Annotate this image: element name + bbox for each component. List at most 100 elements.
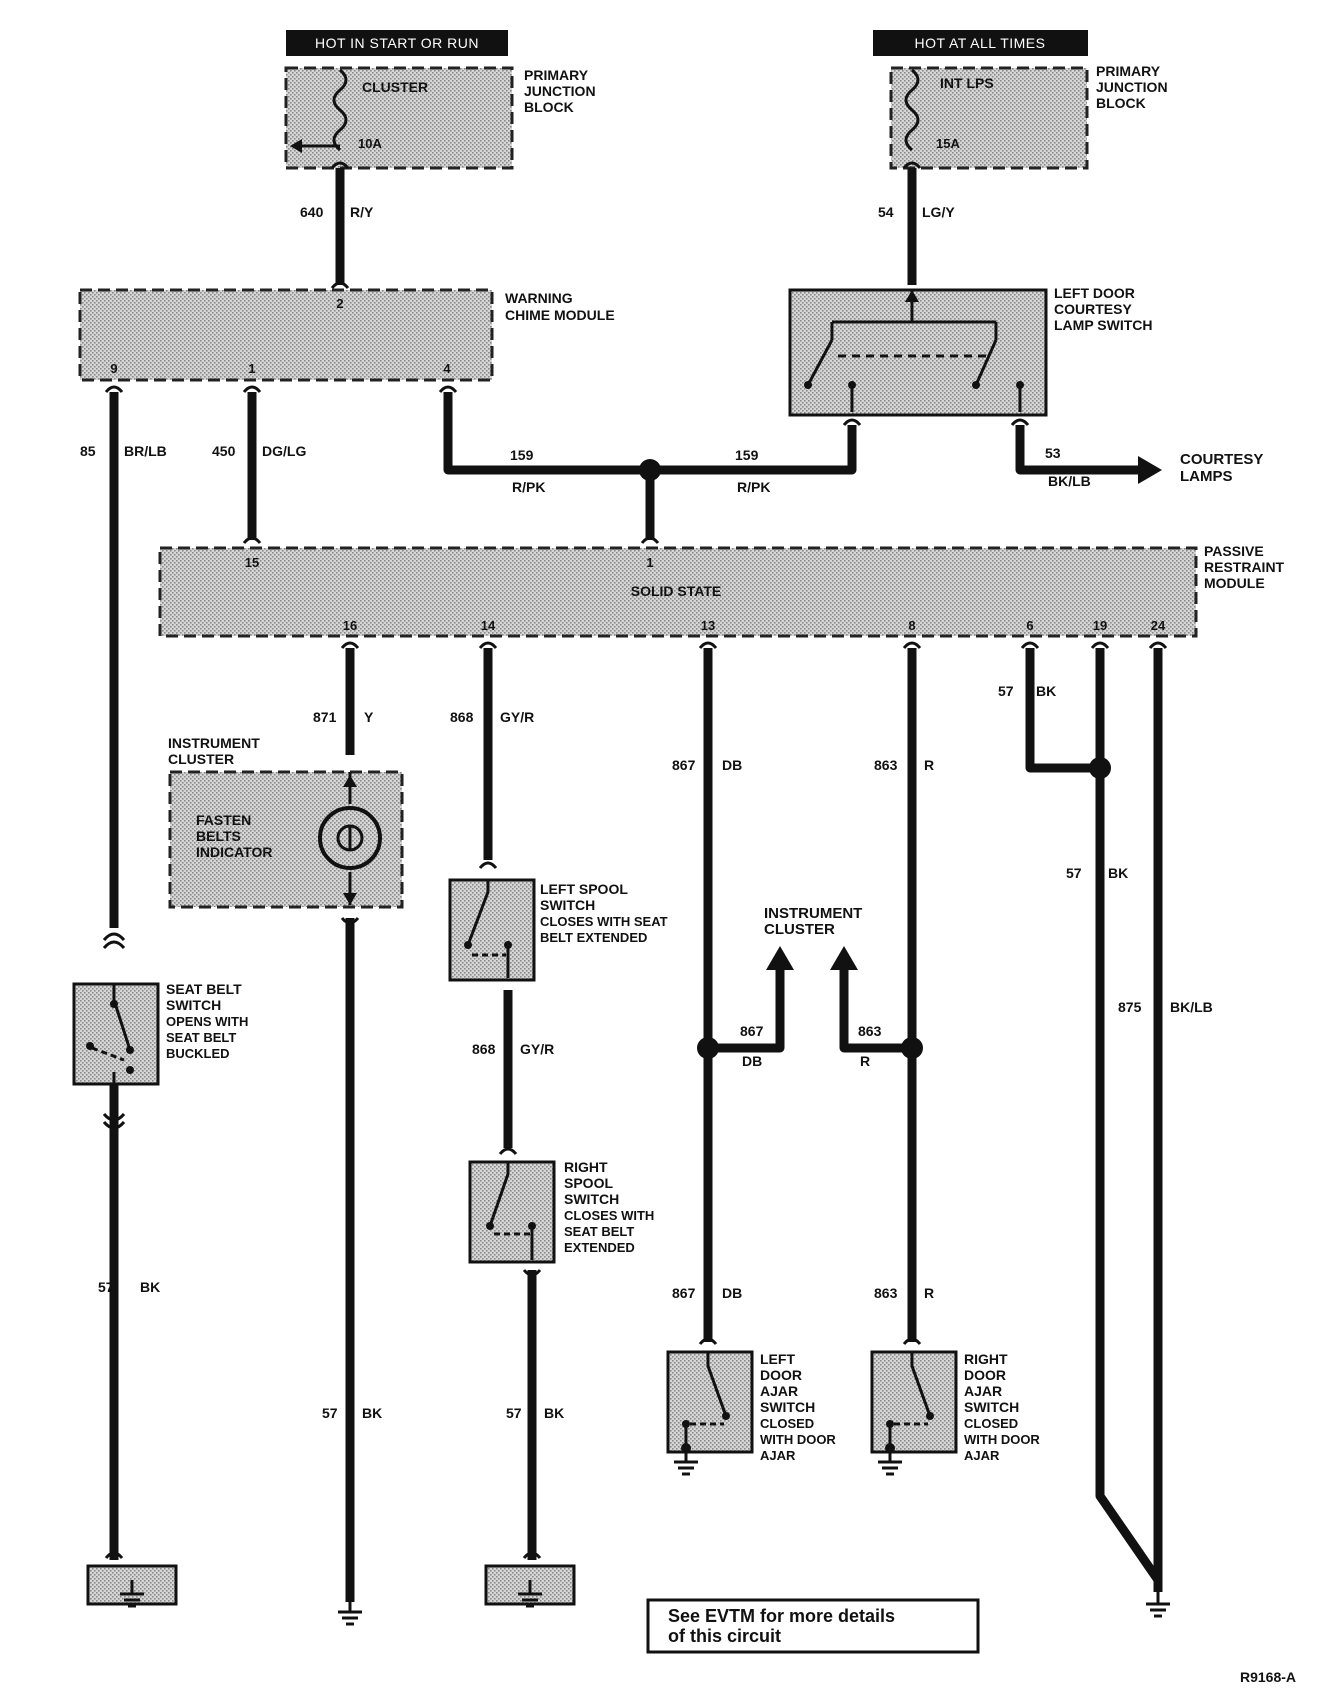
svg-text:LEFT: LEFT <box>760 1351 795 1367</box>
svg-text:JUNCTION: JUNCTION <box>1096 79 1168 95</box>
fuse-int-lps-box: INT LPS 15A <box>889 66 1089 170</box>
courtesy-lamps-label: COURTESY LAMPS <box>1180 451 1263 485</box>
instrument-cluster-ref-label: INSTRUMENT CLUSTER <box>764 905 862 938</box>
svg-text:CLUSTER: CLUSTER <box>764 921 835 938</box>
svg-text:R: R <box>924 1285 934 1301</box>
svg-text:863: 863 <box>874 1285 898 1301</box>
svg-text:875: 875 <box>1118 999 1142 1015</box>
svg-text:RIGHT: RIGHT <box>964 1351 1008 1367</box>
svg-text:BELT EXTENDED: BELT EXTENDED <box>540 930 647 945</box>
svg-text:871: 871 <box>313 709 337 725</box>
svg-text:R/PK: R/PK <box>512 479 545 495</box>
splice-dot <box>1089 757 1111 779</box>
right-spool-switch-label: RIGHT SPOOL SWITCH CLOSES WITH SEAT BELT… <box>564 1159 654 1255</box>
svg-text:HOT AT ALL TIMES: HOT AT ALL TIMES <box>915 35 1046 51</box>
svg-text:INSTRUMENT: INSTRUMENT <box>764 905 862 922</box>
svg-text:HOT IN START OR RUN: HOT IN START OR RUN <box>315 35 479 51</box>
right-spool-switch <box>468 1160 556 1264</box>
svg-text:DB: DB <box>722 757 742 773</box>
svg-text:CLOSED: CLOSED <box>760 1416 814 1431</box>
svg-text:19: 19 <box>1093 618 1107 633</box>
svg-text:85: 85 <box>80 443 96 459</box>
svg-text:57: 57 <box>1066 865 1082 881</box>
svg-text:6: 6 <box>1026 618 1033 633</box>
svg-text:SEAT BELT: SEAT BELT <box>166 981 242 997</box>
svg-text:2: 2 <box>336 296 343 311</box>
svg-text:15: 15 <box>245 555 259 570</box>
svg-text:LAMP SWITCH: LAMP SWITCH <box>1054 317 1153 333</box>
left-door-courtesy-lamp-switch <box>788 288 1048 417</box>
svg-text:PRIMARY: PRIMARY <box>524 67 589 83</box>
svg-text:57: 57 <box>998 683 1014 699</box>
svg-text:SWITCH: SWITCH <box>540 897 595 913</box>
svg-text:AJAR: AJAR <box>760 1448 796 1463</box>
svg-text:LEFT DOOR: LEFT DOOR <box>1054 285 1135 301</box>
fuse-cluster-box: CLUSTER 10A <box>284 66 514 170</box>
svg-text:BK/LB: BK/LB <box>1170 999 1213 1015</box>
svg-text:GY/R: GY/R <box>520 1041 554 1057</box>
ground-icon <box>1146 1592 1170 1618</box>
fuse-name: INT LPS <box>940 75 994 91</box>
svg-text:of this circuit: of this circuit <box>668 1626 781 1646</box>
svg-text:PRIMARY: PRIMARY <box>1096 63 1161 79</box>
svg-text:RIGHT: RIGHT <box>564 1159 608 1175</box>
arrow-left-icon <box>290 139 302 153</box>
svg-text:CLUSTER: CLUSTER <box>168 751 234 767</box>
svg-text:BLOCK: BLOCK <box>524 99 574 115</box>
svg-text:DG/LG: DG/LG <box>262 443 306 459</box>
svg-text:RESTRAINT: RESTRAINT <box>1204 559 1285 575</box>
svg-text:4: 4 <box>443 361 451 376</box>
svg-text:BLOCK: BLOCK <box>1096 95 1146 111</box>
svg-text:DB: DB <box>742 1053 762 1069</box>
svg-text:BK: BK <box>544 1405 564 1421</box>
svg-text:867: 867 <box>672 757 696 773</box>
svg-text:CHIME MODULE: CHIME MODULE <box>505 307 615 323</box>
svg-text:SWITCH: SWITCH <box>166 997 221 1013</box>
svg-text:SEAT BELT: SEAT BELT <box>564 1224 634 1239</box>
ground-block-center <box>484 1551 576 1608</box>
svg-text:COURTESY: COURTESY <box>1180 451 1263 468</box>
arrow-right-icon <box>1138 456 1162 484</box>
fuse-rating: 15A <box>936 136 960 151</box>
svg-text:BELTS: BELTS <box>196 828 241 844</box>
ground-icon <box>878 1452 902 1476</box>
svg-text:Y: Y <box>364 709 374 725</box>
passive-restraint-module: 15 1 SOLID STATE 16 14 13 8 6 19 24 <box>158 546 1198 638</box>
wire-57-pin19 <box>1095 648 1162 1583</box>
indicator-lamp-icon <box>318 806 382 870</box>
svg-text:R: R <box>924 757 934 773</box>
svg-text:CLOSES WITH: CLOSES WITH <box>564 1208 654 1223</box>
svg-text:57: 57 <box>322 1405 338 1421</box>
warning-chime-module: 2 9 1 4 <box>78 288 494 382</box>
svg-text:13: 13 <box>701 618 715 633</box>
svg-text:53: 53 <box>1045 445 1061 461</box>
warning-chime-module-label: WARNING CHIME MODULE <box>505 290 615 323</box>
ground-block-left <box>86 1551 178 1608</box>
svg-text:CLOSES WITH SEAT: CLOSES WITH SEAT <box>540 914 668 929</box>
svg-text:9: 9 <box>110 361 117 376</box>
fuse-symbol <box>904 68 920 152</box>
svg-text:SWITCH: SWITCH <box>964 1399 1019 1415</box>
svg-text:AJAR: AJAR <box>760 1383 798 1399</box>
svg-text:8: 8 <box>908 618 915 633</box>
fuse-rating: 10A <box>358 136 382 151</box>
svg-text:INSTRUMENT: INSTRUMENT <box>168 735 260 751</box>
svg-text:JUNCTION: JUNCTION <box>524 83 596 99</box>
right-door-ajar-label: RIGHT DOOR AJAR SWITCH CLOSED WITH DOOR … <box>964 1351 1040 1463</box>
svg-text:867: 867 <box>672 1285 696 1301</box>
ground-icon <box>674 1452 698 1476</box>
svg-text:863: 863 <box>858 1023 882 1039</box>
svg-text:SWITCH: SWITCH <box>760 1399 815 1415</box>
svg-text:INDICATOR: INDICATOR <box>196 844 272 860</box>
svg-text:BK: BK <box>362 1405 382 1421</box>
svg-text:R: R <box>860 1053 870 1069</box>
left-door-ajar-label: LEFT DOOR AJAR SWITCH CLOSED WITH DOOR A… <box>760 1351 836 1463</box>
svg-text:EXTENDED: EXTENDED <box>564 1240 635 1255</box>
header-hot-at-all-times: HOT AT ALL TIMES <box>873 30 1088 56</box>
wire-57-pin6 <box>1025 648 1100 773</box>
svg-text:57: 57 <box>98 1279 114 1295</box>
figure-id: R9168-A <box>1240 1669 1296 1685</box>
wire-53 <box>1015 425 1140 475</box>
svg-text:R/Y: R/Y <box>350 204 374 220</box>
